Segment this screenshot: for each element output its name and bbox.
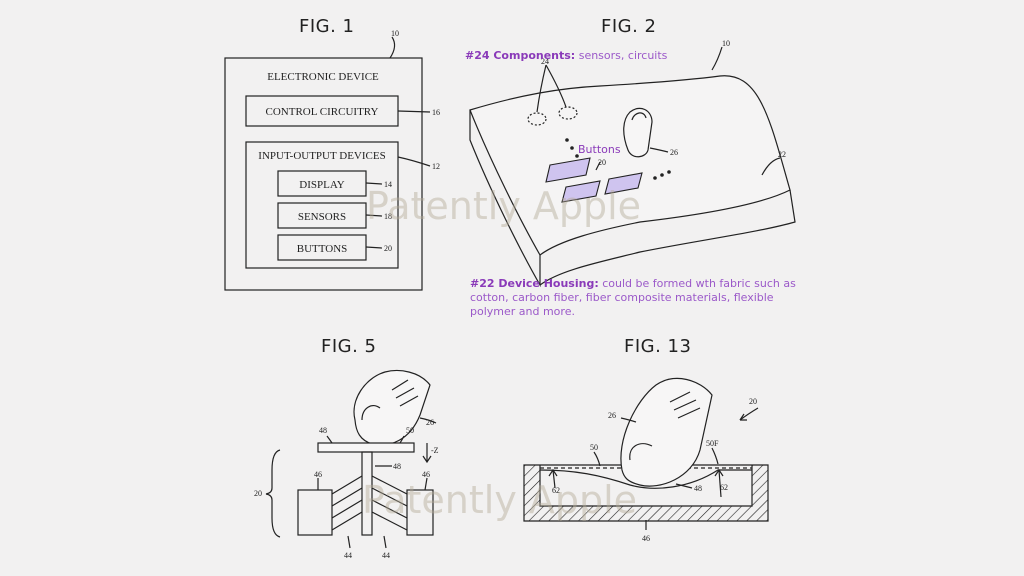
fig5-ref-left-block: 46 — [314, 470, 322, 479]
components-text: sensors, circuits — [575, 49, 668, 62]
housing-annotation: #22 Device Housing: could be formed wth … — [470, 277, 810, 319]
fig2-ref-device: 10 — [722, 39, 730, 48]
fig13-ref-base: 46 — [642, 534, 650, 543]
fig1-ref-sensors: 18 — [384, 212, 392, 221]
fig2-button-1 — [545, 157, 591, 183]
fig5-ref-right-block: 46 — [422, 470, 430, 479]
fig13-ref-membrane: 48 — [694, 484, 702, 493]
housing-text: could be formed wth fabric such as cotto… — [470, 277, 796, 318]
fig13-ref-surface: 50 — [590, 443, 598, 452]
fig5-ref-assembly: 20 — [254, 489, 262, 498]
fig5-ref-spring-left: 44 — [344, 551, 352, 560]
fig13-ref-left: 62 — [552, 486, 560, 495]
fig13-ref-surface-f: 50F — [706, 439, 719, 448]
fig1-ref-display: 14 — [384, 180, 392, 189]
housing-heading: #22 Device Housing: — [470, 277, 599, 290]
fig5-ref-plate: 48 — [319, 426, 327, 435]
fig1-io-label: INPUT-OUTPUT DEVICES — [258, 150, 385, 162]
fig1-display-label: DISPLAY — [299, 179, 344, 191]
fig1-ref-io: 12 — [432, 162, 440, 171]
fig5-ref-z: -Z — [431, 446, 439, 455]
components-heading: #24 Components: — [465, 49, 576, 62]
fig2-ref-buttons: 20 — [598, 158, 606, 167]
fig2-buttons-caption: Buttons — [578, 143, 621, 156]
components-annotation: #24 Components: sensors, circuits — [465, 49, 667, 63]
fig13-ref-finger: 26 — [608, 411, 616, 420]
fig5-title: FIG. 5 — [321, 336, 377, 357]
fig1-ref-control: 16 — [432, 108, 440, 117]
fig13-title: FIG. 13 — [624, 336, 692, 357]
fig5-ref-spring-right: 44 — [382, 551, 390, 560]
fig1-ref-device: 10 — [391, 29, 399, 38]
fig1-ref-buttons: 20 — [384, 244, 392, 253]
fig1-sensors-label: SENSORS — [298, 211, 346, 223]
fig2-button-2 — [561, 180, 601, 203]
fig2-ref-components: 24 — [541, 57, 549, 66]
fig5-ref-finger: 26 — [426, 418, 434, 427]
fig1-device-label: ELECTRONIC DEVICE — [267, 71, 379, 83]
fig13-ref-assembly: 20 — [749, 397, 757, 406]
fig1-title: FIG. 1 — [299, 16, 355, 37]
fig2-title: FIG. 2 — [601, 16, 657, 37]
fig5-ref-plate-right: 50 — [406, 426, 414, 435]
fig2-ref-housing: 22 — [778, 150, 786, 159]
fig1-buttons-label: BUTTONS — [297, 243, 348, 255]
fig1-control-label: CONTROL CIRCUITRY — [266, 106, 379, 118]
fig13-ref-right: 62 — [720, 483, 728, 492]
fig5-ref-stem: 48 — [393, 462, 401, 471]
fig2-ref-finger: 26 — [670, 148, 678, 157]
fig2-button-3 — [604, 172, 643, 195]
